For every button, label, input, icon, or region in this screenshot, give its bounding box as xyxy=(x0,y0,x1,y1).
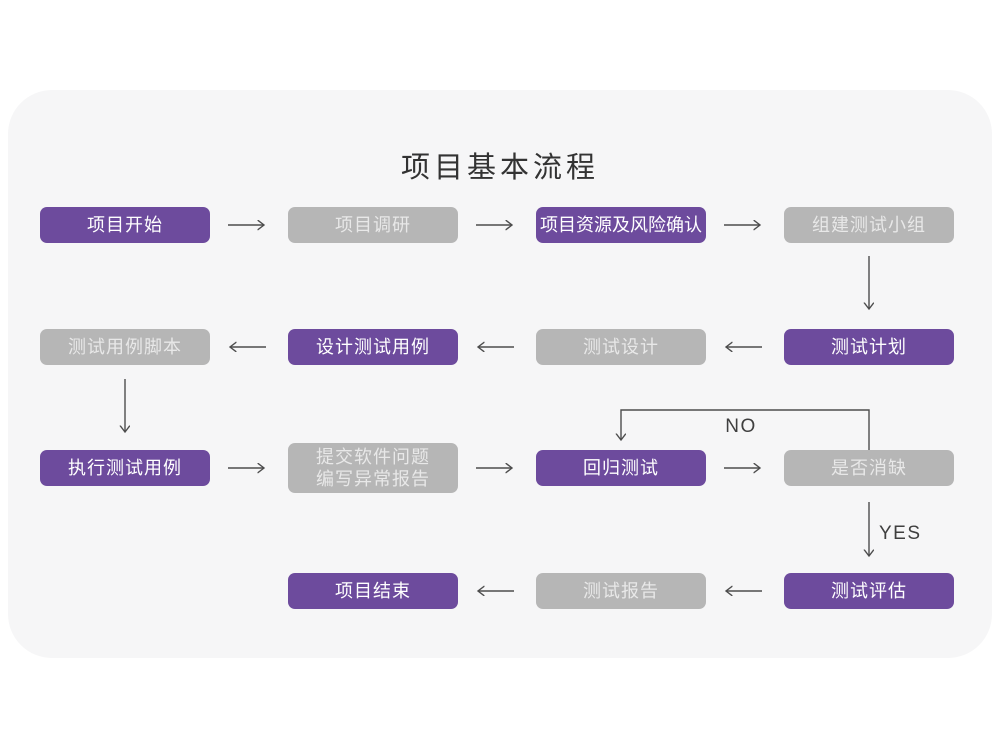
node-submit-issue-report: 提交软件问题 编写异常报告 xyxy=(288,443,458,493)
node-test-report: 测试报告 xyxy=(536,573,706,609)
node-test-case-script: 测试用例脚本 xyxy=(40,329,210,365)
node-resources-risk-confirm: 项目资源及风险确认 xyxy=(536,207,706,243)
node-defect-resolved: 是否消缺 xyxy=(784,450,954,486)
node-regression-test: 回归测试 xyxy=(536,450,706,486)
node-design-test-case: 设计测试用例 xyxy=(288,329,458,365)
node-test-design: 测试设计 xyxy=(536,329,706,365)
node-execute-test-case: 执行测试用例 xyxy=(40,450,210,486)
page-title: 项目基本流程 xyxy=(400,152,599,184)
node-project-research: 项目调研 xyxy=(288,207,458,243)
node-test-evaluation: 测试评估 xyxy=(784,573,954,609)
node-build-test-team: 组建测试小组 xyxy=(784,207,954,243)
node-project-end: 项目结束 xyxy=(288,573,458,609)
node-test-plan: 测试计划 xyxy=(784,329,954,365)
flowchart-card xyxy=(8,90,992,658)
node-project-start: 项目开始 xyxy=(40,207,210,243)
